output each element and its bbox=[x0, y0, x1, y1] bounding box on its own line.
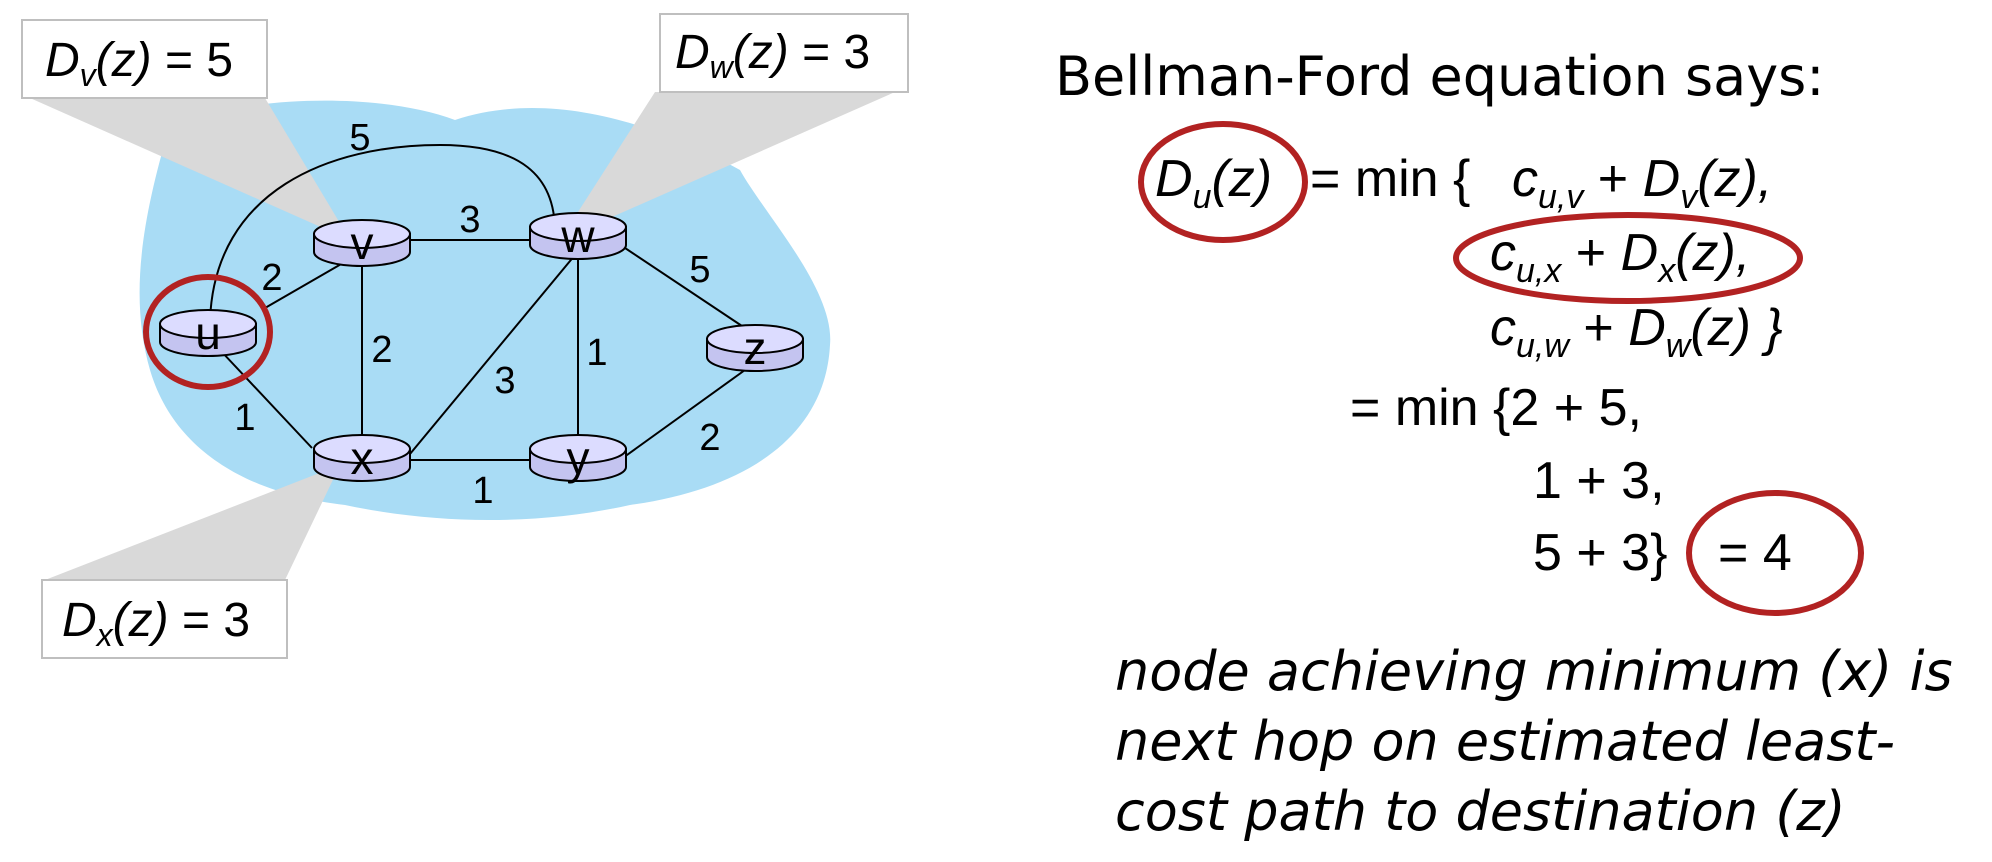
callout-v-text: Dv(z) = 5 bbox=[45, 34, 233, 93]
equation-term-w: cu,w + Dw(z) } bbox=[1490, 299, 1783, 365]
term-x-highlight-circle bbox=[1453, 212, 1803, 304]
callout-w: Dw(z) = 3 bbox=[659, 13, 909, 93]
link-u-x bbox=[219, 349, 313, 449]
router-label-w: w bbox=[560, 210, 595, 262]
callout-x: Dx(z) = 3 bbox=[41, 579, 288, 659]
callout-w-text: Dw(z) = 3 bbox=[675, 26, 870, 85]
link-cost-v-x: 2 bbox=[371, 329, 392, 371]
link-cost-v-w: 3 bbox=[459, 199, 480, 241]
note-line-1: node achieving minimum (x) is bbox=[1115, 640, 1953, 703]
numeric-line-3: 5 + 3} bbox=[1533, 524, 1667, 582]
link-cost-w-z: 5 bbox=[689, 249, 710, 291]
callout-wedge-v bbox=[30, 98, 350, 240]
result-highlight-circle bbox=[1686, 490, 1864, 616]
router-label-y: y bbox=[567, 432, 590, 484]
router-y: y bbox=[529, 432, 627, 484]
router-label-z: z bbox=[744, 322, 767, 374]
callout-x-text: Dx(z) = 3 bbox=[62, 594, 250, 653]
numeric-line-1: = min {2 + 5, bbox=[1350, 379, 1642, 437]
router-w: w bbox=[529, 210, 627, 262]
link-x-w bbox=[404, 254, 576, 461]
equation-term-v: cu,v + Dv(z), bbox=[1512, 150, 1772, 216]
link-w-z bbox=[609, 237, 746, 329]
router-x: x bbox=[313, 432, 411, 484]
link-cost-u-w: 5 bbox=[349, 117, 370, 159]
callout-v: Dv(z) = 5 bbox=[21, 19, 268, 99]
note-line-2: next hop on estimated least- bbox=[1115, 710, 1895, 773]
callout-wedge-w bbox=[560, 92, 895, 240]
link-cost-y-z: 2 bbox=[699, 417, 720, 459]
link-cost-x-w: 3 bbox=[494, 360, 515, 402]
numeric-line-2: 1 + 3, bbox=[1533, 452, 1665, 510]
link-cost-labels: 2 1 5 3 2 3 1 5 1 2 bbox=[234, 117, 720, 512]
equation-lhs: Du(z) bbox=[1155, 150, 1272, 216]
router-v: v bbox=[313, 217, 411, 269]
router-label-x: x bbox=[351, 432, 374, 484]
link-cost-u-v: 2 bbox=[261, 257, 282, 299]
links bbox=[209, 143, 746, 461]
router-label-v: v bbox=[351, 217, 374, 269]
equation-result: = 4 bbox=[1718, 524, 1792, 582]
note-line-3: cost path to destination (z) bbox=[1115, 780, 1846, 843]
equation-min-open: = min { bbox=[1310, 150, 1470, 208]
router-u: u bbox=[159, 307, 257, 359]
callout-wedge-x bbox=[45, 465, 340, 580]
link-cost-u-x: 1 bbox=[234, 397, 255, 439]
lhs-highlight-circle bbox=[1138, 121, 1308, 243]
router-label-u: u bbox=[195, 307, 221, 359]
u-highlight-circle bbox=[143, 274, 273, 390]
link-cost-x-y: 1 bbox=[472, 470, 493, 512]
link-u-w bbox=[209, 143, 556, 321]
link-cost-w-y: 1 bbox=[586, 332, 607, 374]
equation-title: Bellman-Ford equation says: bbox=[1055, 45, 1824, 108]
equation-term-x: cu,x + Dx(z), bbox=[1490, 224, 1750, 290]
link-y-z bbox=[619, 369, 746, 461]
router-z: z bbox=[706, 322, 804, 374]
routers: u v w x y z bbox=[159, 210, 804, 484]
